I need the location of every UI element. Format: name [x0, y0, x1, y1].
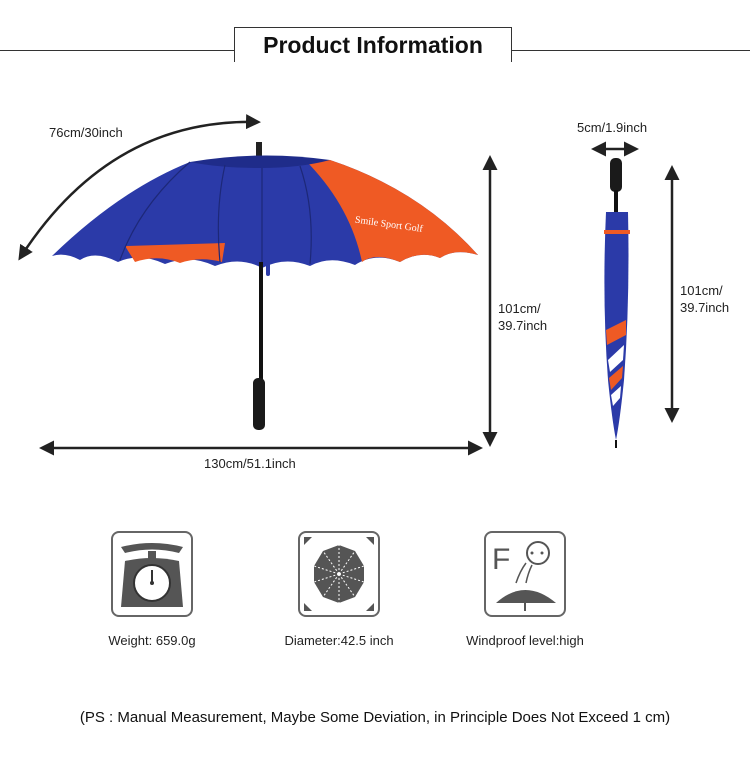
shaft-width-label: 5cm/1.9inch [577, 120, 648, 135]
open-height-label: 101cm/ 39.7inch [498, 300, 547, 334]
open-umbrella-image: Smile Sport Golf [52, 142, 478, 430]
feature-weight: Weight: 659.0g [52, 531, 252, 648]
arc-length-arrow [18, 114, 261, 261]
open-height-label-line2: 39.7inch [498, 318, 548, 333]
closed-height-label-line1: 101cm/ [680, 283, 723, 298]
page-title: Product Information [234, 27, 512, 62]
span-label: 130cm/51.1inch [204, 456, 296, 471]
closed-umbrella-image [604, 158, 630, 448]
closed-height-label-line2: 39.7inch [680, 300, 730, 315]
open-height-label-line1: 101cm/ [498, 301, 541, 316]
closed-height-label: 101cm/ 39.7inch [680, 282, 729, 316]
feature-weight-label: Weight: 659.0g [108, 633, 196, 648]
arc-length-label: 76cm/30inch [49, 125, 123, 140]
header-rule-right [509, 50, 750, 51]
feature-diameter: Diameter:42.5 inch [239, 531, 439, 648]
feature-windproof-label: Windproof level:high [466, 633, 584, 648]
scale-icon [111, 531, 193, 617]
umbrella-top-view-icon [298, 531, 380, 617]
wind-icon: F [484, 531, 566, 617]
footnote: (PS : Manual Measurement, Maybe Some Dev… [79, 709, 671, 726]
product-illustration: Smile Sport Golf [18, 114, 680, 456]
svg-text:F: F [492, 543, 510, 576]
header-rule-left [0, 50, 235, 51]
feature-diameter-label: Diameter:42.5 inch [284, 633, 394, 648]
feature-windproof: F Windproof level:high [425, 531, 625, 648]
